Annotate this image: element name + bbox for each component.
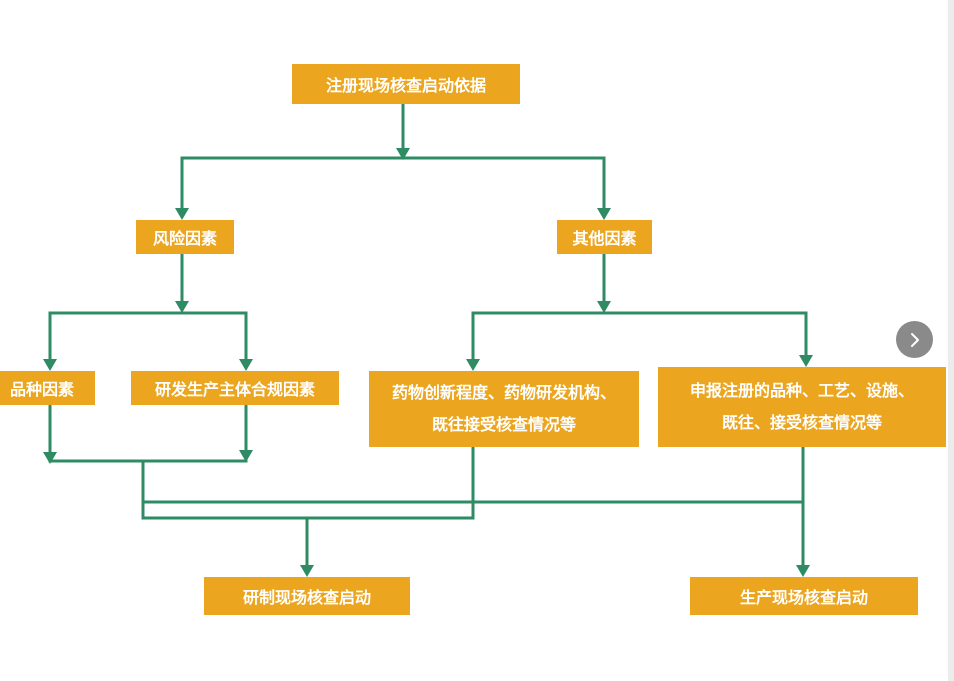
arrowhead-production-output xyxy=(796,565,810,577)
production-inspection-start-node: 生产现场核查启动 xyxy=(690,577,918,615)
application-history-line2: 既往、接受核查情况等 xyxy=(721,413,882,432)
arrowhead-risk xyxy=(175,208,189,220)
variety-factors-label: 品种因素 xyxy=(10,380,75,399)
arrowhead-rd-entity-merge xyxy=(239,450,253,462)
arrowhead-application xyxy=(799,355,813,367)
production-inspection-start-label: 生产现场核查启动 xyxy=(739,588,868,607)
chevron-right-icon xyxy=(910,332,919,347)
rd-entity-factors-label: 研发生产主体合规因素 xyxy=(154,380,315,399)
arrowhead-other xyxy=(597,208,611,220)
drug-innovation-line2: 既往接受核查情况等 xyxy=(431,415,576,434)
arrowhead-rd-entity xyxy=(239,359,253,371)
arrowhead-variety xyxy=(43,359,57,371)
application-history-line1: 申报注册的品种、工艺、设施、 xyxy=(689,381,914,400)
arrowhead-drug xyxy=(466,359,480,371)
arrowhead-rd-output xyxy=(300,565,314,577)
application-history-node: 申报注册的品种、工艺、设施、 既往、接受核查情况等 xyxy=(658,367,946,447)
rd-entity-factors-node: 研发生产主体合规因素 xyxy=(131,371,339,405)
risk-factors-label: 风险因素 xyxy=(152,229,217,248)
other-factors-label: 其他因素 xyxy=(572,229,637,248)
rd-inspection-start-label: 研制现场核查启动 xyxy=(242,588,371,607)
rd-inspection-start-node: 研制现场核查启动 xyxy=(204,577,410,615)
window-edge xyxy=(948,0,954,681)
variety-factors-node: 品种因素 xyxy=(0,371,95,405)
drug-innovation-node: 药物创新程度、药物研发机构、 既往接受核查情况等 xyxy=(369,371,639,447)
arrowhead-root xyxy=(396,148,410,160)
other-factors-node: 其他因素 xyxy=(557,220,652,254)
arrowhead-variety-merge xyxy=(43,452,57,464)
next-image-button[interactable] xyxy=(896,321,933,358)
arrowhead-other-down xyxy=(597,301,611,313)
root-node-label: 注册现场核查启动依据 xyxy=(325,76,486,95)
root-node: 注册现场核查启动依据 xyxy=(292,64,520,104)
arrowhead-risk-down xyxy=(175,301,189,313)
drug-innovation-line1: 药物创新程度、药物研发机构、 xyxy=(391,383,616,402)
risk-factors-node: 风险因素 xyxy=(136,220,234,254)
